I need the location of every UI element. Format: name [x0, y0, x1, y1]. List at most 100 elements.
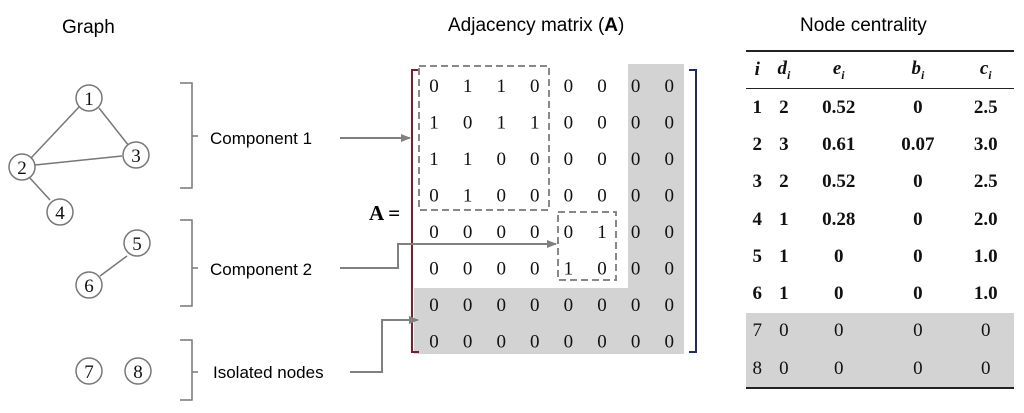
matrix-cell: 1 — [463, 149, 473, 170]
node-8: 8 — [124, 357, 152, 385]
matrix-cell: 0 — [631, 222, 641, 243]
matrix-right-bracket — [689, 69, 697, 353]
matrix-cell: 0 — [631, 332, 641, 353]
matrix-cell: 0 — [530, 332, 540, 353]
centrality-header-row: i di ei bi ci — [746, 50, 1014, 89]
matrix-cell: 1 — [496, 76, 506, 97]
matrix-cell: 0 — [530, 149, 540, 170]
isolated-nodes-label: Isolated nodes — [213, 363, 324, 382]
svg-text:3: 3 — [131, 146, 141, 167]
centrality-cell: 0.52 — [822, 171, 856, 193]
bracket-component-2 — [180, 219, 198, 307]
header-i: i — [746, 50, 769, 89]
matrix-cell: 0 — [564, 332, 574, 353]
matrix-cell: 0 — [631, 76, 641, 97]
centrality-cell: 2.5 — [973, 171, 998, 193]
matrix-label: A = — [369, 201, 400, 225]
matrix-cell: 0 — [597, 76, 607, 97]
svg-text:7: 7 — [84, 362, 94, 383]
matrix-title: Adjacency matrix (A) — [448, 15, 624, 36]
centrality-cell: 0 — [799, 350, 879, 390]
matrix-cell: 0 — [564, 149, 574, 170]
matrix-cell: 0 — [597, 186, 607, 207]
node-5: 5 — [123, 229, 151, 257]
matrix-cell: 0 — [564, 295, 574, 316]
centrality-cell: 0 — [913, 245, 923, 267]
matrix-cell: 1 — [496, 113, 506, 134]
matrix-cell: 0 — [564, 186, 574, 207]
matrix-cell: 1 — [429, 149, 439, 170]
matrix-cell: 0 — [631, 186, 641, 207]
matrix-cell: 0 — [564, 76, 574, 97]
matrix-cell: 0 — [564, 222, 574, 243]
matrix-cell: 0 — [496, 259, 506, 280]
matrix-cell: 0 — [597, 332, 607, 353]
matrix-cell: 0 — [429, 186, 439, 207]
matrix-cell: 0 — [631, 259, 641, 280]
graph-nodes: 1 2 3 4 5 6 7 8 — [8, 84, 152, 385]
centrality-cell: 0 — [913, 208, 923, 230]
centrality-cell: 5 — [752, 245, 763, 267]
matrix-cell: 0 — [597, 149, 607, 170]
centrality-cell: 0 — [913, 171, 923, 193]
centrality-cell: 0 — [913, 283, 923, 305]
centrality-cell: 3 — [752, 171, 763, 193]
arrows — [340, 134, 557, 373]
matrix-cell: 0 — [429, 332, 439, 353]
matrix-cell: 0 — [631, 113, 641, 134]
svg-text:2: 2 — [17, 158, 27, 179]
centrality-cell: 1.0 — [973, 283, 998, 305]
matrix-cell: 0 — [597, 295, 607, 316]
component-2-box — [557, 211, 617, 281]
matrix-cell: 0 — [429, 295, 439, 316]
centrality-cell: 1 — [779, 245, 789, 267]
header-betweenness: bi — [878, 50, 958, 89]
matrix-cell: 0 — [530, 186, 540, 207]
matrix-cell: 0 — [496, 149, 506, 170]
edge-5-6 — [99, 255, 128, 277]
centrality-cell: 1 — [752, 96, 763, 118]
matrix-cell: 0 — [496, 222, 506, 243]
graph-title: Graph — [62, 17, 115, 38]
matrix-cell: 0 — [664, 259, 674, 280]
matrix-cell: 0 — [530, 295, 540, 316]
arrow-isolated — [350, 316, 419, 373]
centrality-cell: 4 — [752, 208, 763, 230]
centrality-cell: 0 — [799, 312, 879, 351]
centrality-cell: 1 — [779, 283, 789, 305]
node-7: 7 — [75, 357, 103, 385]
component-2-label: Component 2 — [210, 260, 312, 279]
centrality-cell: 0 — [768, 350, 800, 390]
matrix-cell: 1 — [564, 259, 574, 280]
centrality-cell: 0.61 — [822, 133, 856, 155]
svg-text:5: 5 — [132, 234, 142, 255]
matrix-cell: 1 — [463, 186, 473, 207]
centrality-cell: 0 — [768, 312, 800, 351]
matrix-cell: 0 — [429, 222, 439, 243]
bracket-component-1 — [180, 82, 198, 189]
matrix-cell: 0 — [530, 76, 540, 97]
centrality-cell: 6 — [752, 283, 763, 305]
matrix-left-bracket — [411, 69, 419, 353]
component-brackets — [180, 82, 198, 401]
matrix-cell: 0 — [664, 222, 674, 243]
centrality-cell: 0.52 — [822, 96, 856, 118]
matrix-cell: 0 — [530, 259, 540, 280]
arrow-component-2 — [340, 240, 557, 269]
centrality-cell: 0 — [878, 312, 958, 351]
matrix-cell: 0 — [463, 113, 473, 134]
node-2: 2 — [8, 153, 36, 181]
svg-text:4: 4 — [55, 203, 65, 224]
centrality-cell: 8 — [746, 350, 769, 390]
centrality-cell: 1.0 — [973, 245, 998, 267]
header-closeness: ci — [957, 50, 1014, 89]
centrality-cell: 0.28 — [822, 208, 856, 230]
matrix-cell: 0 — [463, 295, 473, 316]
